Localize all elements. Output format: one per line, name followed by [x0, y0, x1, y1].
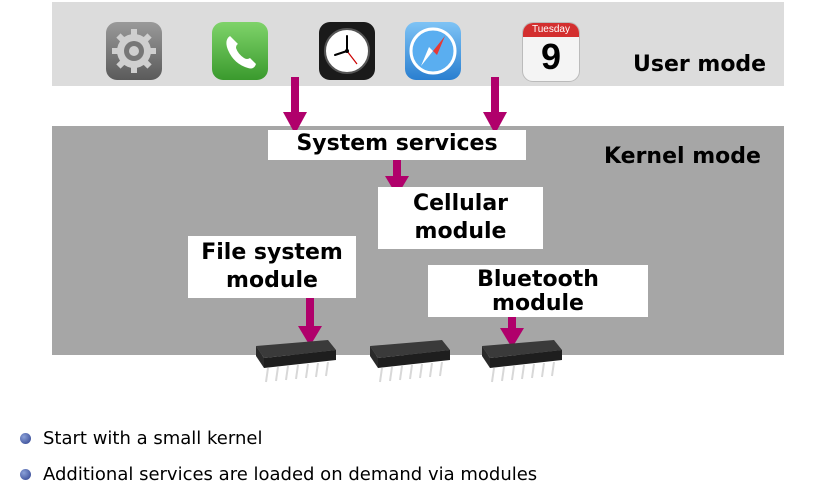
bluetooth-module-line2: module [492, 291, 584, 316]
arrowhead-filesystem [298, 326, 322, 346]
bullet-item: Additional services are loaded on demand… [20, 464, 537, 485]
arrow-phone-to-services [291, 77, 299, 118]
cellular-module-line2: module [414, 219, 507, 244]
arrowhead-safari [483, 112, 507, 134]
bullet-text: Additional services are loaded on demand… [43, 464, 538, 485]
kernel-mode-label: Kernel mode [604, 144, 761, 169]
arrow-filesystem-to-chip [306, 298, 314, 330]
arrowhead-cellular [385, 176, 409, 196]
chip-icon [482, 340, 562, 383]
compass-icon [409, 27, 457, 75]
user-mode-label: User mode [633, 52, 767, 77]
arrowhead-bluetooth [500, 328, 524, 348]
phone-icon [226, 36, 256, 69]
calendar-weekday: Tuesday [523, 23, 579, 37]
safari-app-icon[interactable] [405, 22, 461, 80]
clock-app-icon[interactable] [319, 22, 375, 80]
settings-app-icon[interactable] [106, 22, 162, 80]
chip-icon [370, 340, 450, 383]
phone-app-icon[interactable] [212, 22, 268, 80]
clock-icon [324, 28, 370, 74]
arrow-safari-to-services [491, 77, 499, 118]
file-system-module-line1: File system [201, 240, 343, 265]
chip-icon [256, 340, 336, 383]
file-system-module-box: File system module [188, 236, 356, 298]
cellular-module-box: Cellular module [378, 187, 543, 249]
cellular-module-line1: Cellular [412, 191, 509, 216]
bullet-icon [20, 469, 31, 480]
gear-icon [112, 29, 156, 73]
bluetooth-module-box: Bluetooth module [428, 265, 648, 317]
calendar-app-icon[interactable]: Tuesday 9 [522, 22, 580, 82]
file-system-module-line2: module [226, 268, 318, 293]
arrow-services-to-cellular [393, 160, 401, 182]
bullet-text: Start with a small kernel [43, 428, 263, 449]
calendar-day: 9 [540, 36, 562, 77]
arrow-bluetooth-to-chip [508, 317, 516, 333]
system-services-box: System services [268, 130, 526, 160]
arrowhead-phone [283, 112, 307, 134]
bluetooth-module-line1: Bluetooth [477, 267, 599, 292]
bullet-item: Start with a small kernel [20, 428, 262, 449]
bullet-icon [20, 433, 31, 444]
